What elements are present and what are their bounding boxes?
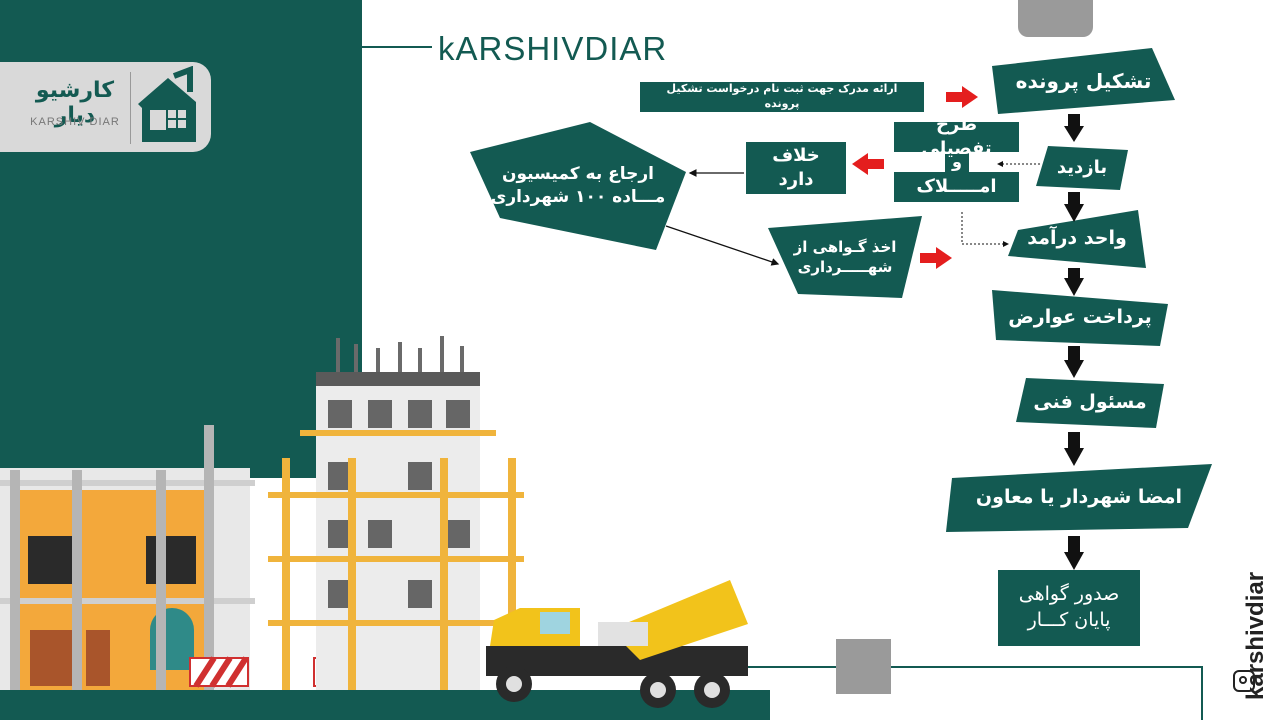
- node-and-text: و: [952, 152, 962, 172]
- node-certificate-line1: اخذ گـواهی از: [793, 237, 897, 256]
- node-violation-text: خلاف دارد: [772, 144, 820, 190]
- node-fees-payment-shape: [992, 290, 1168, 346]
- docs-submission-note-text: ارائه مدرک جهت ثبت نام درخواست تشکیل پرو…: [666, 82, 898, 110]
- node-completion-line2: پایان کـــار: [1027, 609, 1111, 631]
- node-detailed-plan-text: طرح تفصیلی: [921, 113, 992, 159]
- arrow-fees-to-supervisor: [1064, 346, 1084, 378]
- node-visit-shape: [1036, 146, 1128, 190]
- concrete-mixer-truck: [486, 580, 748, 708]
- node-technical-supervisor: مسئول فنی: [1016, 378, 1164, 428]
- instagram-icon[interactable]: [1233, 670, 1255, 692]
- node-and: و: [945, 151, 969, 173]
- node-visit-text: بازدید: [1056, 156, 1108, 178]
- brand-title-line: [362, 46, 432, 48]
- node-commission-line1: ارجاع به کمیسیون: [501, 164, 655, 185]
- red-arrow-certificate: [920, 247, 952, 269]
- node-mayor-signature: امضا شهردار یا معاون: [946, 464, 1212, 532]
- node-certificate-line2: شهـــــرداری: [797, 258, 893, 276]
- node-completion-certificate-text: صدور گواهی پایان کـــار: [1019, 582, 1120, 633]
- node-mayor-signature-shape: [946, 464, 1212, 532]
- brand-title: kARSHIVDIAR: [438, 30, 668, 67]
- arrow-supervisor-to-signature: [1064, 432, 1084, 466]
- node-technical-supervisor-text: مسئول فنی: [1033, 391, 1147, 414]
- arrow-file-to-visit: [1064, 114, 1084, 142]
- node-commission-shape: [470, 122, 686, 250]
- line-commission-to-certificate: [665, 225, 780, 266]
- logo-text-fa: کارشیو دیار: [35, 78, 115, 128]
- node-revenue-unit-text: واحد درآمد: [1027, 227, 1127, 250]
- node-certificate-shape: [768, 216, 922, 298]
- node-revenue-unit: واحد درآمد: [1008, 210, 1146, 268]
- construction-illustration: [0, 336, 770, 720]
- decorative-grey-tab: [1018, 0, 1093, 37]
- node-file-formation: تشکیل پرونده: [992, 48, 1175, 114]
- node-certificate-text: اخذ گـواهی از شهـــــرداری: [794, 237, 897, 278]
- footer-line: [748, 666, 1202, 668]
- node-mayor-signature-text: امضا شهردار یا معاون: [975, 486, 1183, 509]
- house-logo-icon: [138, 66, 196, 142]
- node-property: امـــــلاک: [894, 172, 1019, 202]
- barrier-left: [189, 656, 249, 688]
- footer-line-vertical: [1201, 666, 1203, 720]
- node-completion-certificate: صدور گواهی پایان کـــار: [998, 570, 1140, 646]
- arrow-signature-to-completion: [1064, 536, 1084, 570]
- node-fees-payment-text: پرداخت عوارض: [1008, 306, 1152, 329]
- line-property-to-revenue: [961, 212, 1009, 247]
- node-file-formation-shape: [992, 48, 1175, 114]
- logo-divider: [130, 72, 131, 144]
- node-technical-supervisor-shape: [1016, 378, 1164, 428]
- red-arrow-violation: [852, 153, 884, 175]
- node-completion-line1: صدور گواهی: [1018, 583, 1120, 606]
- node-property-text: امـــــلاک: [916, 175, 997, 197]
- decorative-grey-square: [836, 639, 891, 694]
- node-detailed-plan: طرح تفصیلی: [894, 114, 1019, 159]
- node-violation: خلاف دارد: [746, 142, 846, 194]
- arrow-revenue-to-fees: [1064, 268, 1084, 296]
- node-commission-line2: مـــاده ۱۰۰ شهرداری: [490, 187, 666, 207]
- node-file-formation-text: تشکیل پرونده: [1015, 68, 1152, 93]
- logo-text-en: KARSHIV DIAR: [30, 116, 120, 128]
- arrow-visit-to-revenue: [1064, 192, 1084, 222]
- docs-submission-note: ارائه مدرک جهت ثبت نام درخواست تشکیل پرو…: [640, 82, 924, 112]
- node-certificate: اخذ گـواهی از شهـــــرداری: [768, 216, 922, 298]
- node-fees-payment: پرداخت عوارض: [992, 290, 1168, 346]
- red-arrow-docs: [946, 86, 978, 108]
- black-down-arrows: [1064, 114, 1084, 570]
- node-visit: بازدید: [1036, 146, 1128, 190]
- node-revenue-unit-shape: [1008, 210, 1146, 268]
